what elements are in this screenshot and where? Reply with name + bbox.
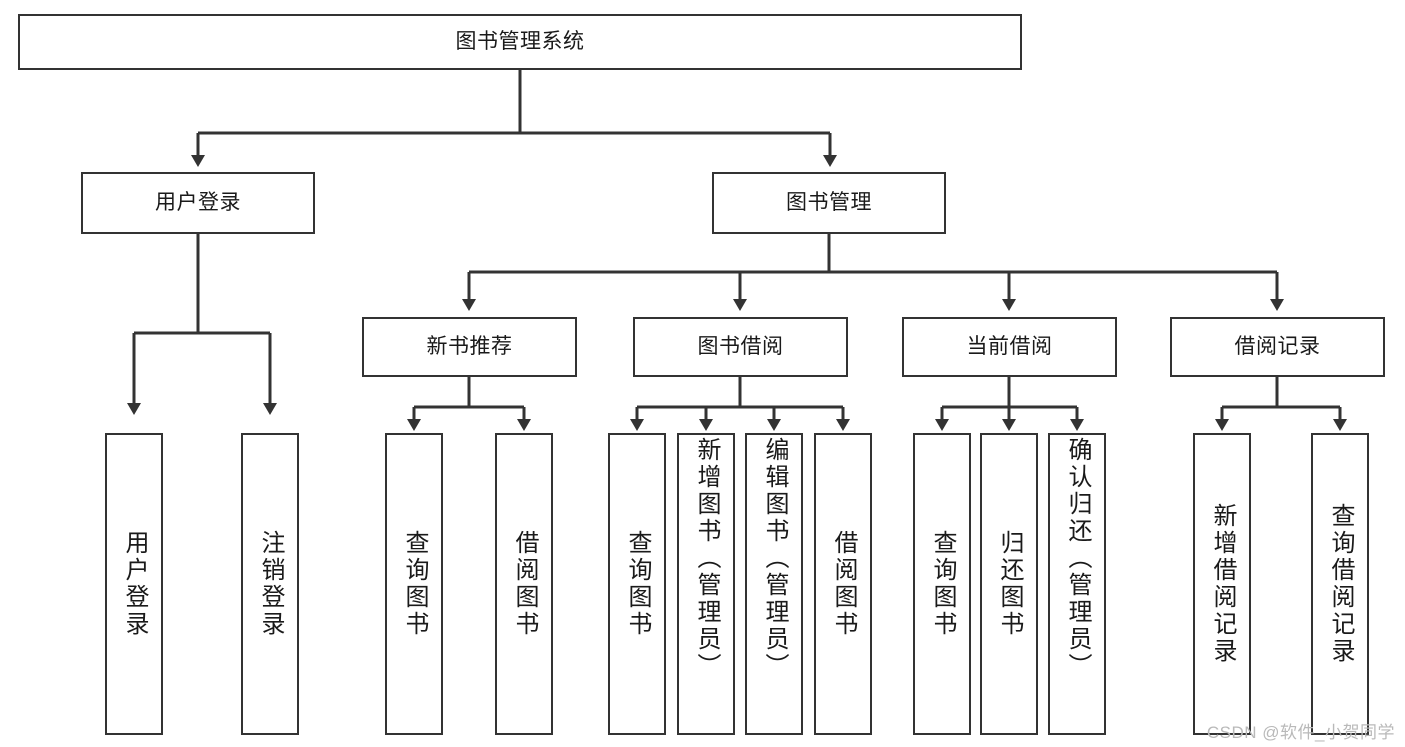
leaf-borrow-book-recommend[interactable]: 借阅图书 xyxy=(495,433,553,735)
node-label: 借阅图书 xyxy=(830,530,857,638)
node-root-book-management-system[interactable]: 图书管理系统 xyxy=(18,14,1022,70)
leaf-logout[interactable]: 注销登录 xyxy=(241,433,299,735)
node-label: 查询借阅记录 xyxy=(1327,503,1354,665)
leaf-query-book-current[interactable]: 查询图书 xyxy=(913,433,971,735)
node-label: 图书管理 xyxy=(786,190,872,214)
node-label: 图书借阅 xyxy=(697,334,784,358)
leaf-query-borrow-record[interactable]: 查询借阅记录 xyxy=(1311,433,1369,735)
leaf-add-book-admin[interactable]: 新增图书（管理员） xyxy=(677,433,735,735)
node-label: 新增借阅记录 xyxy=(1209,503,1236,665)
node-label: 查询图书 xyxy=(929,530,956,638)
node-label: 归还图书 xyxy=(996,530,1023,638)
node-label: 注销登录 xyxy=(257,530,284,638)
node-book-borrow[interactable]: 图书借阅 xyxy=(633,317,848,377)
node-label: 图书管理系统 xyxy=(455,29,585,53)
node-label: 查询图书 xyxy=(401,530,428,638)
node-current-borrow[interactable]: 当前借阅 xyxy=(902,317,1117,377)
node-label: 借阅记录 xyxy=(1234,334,1321,358)
leaf-return-book[interactable]: 归还图书 xyxy=(980,433,1038,735)
leaf-query-book-borrow[interactable]: 查询图书 xyxy=(608,433,666,735)
node-label: 新书推荐 xyxy=(426,334,513,358)
node-new-book-recommend[interactable]: 新书推荐 xyxy=(362,317,577,377)
node-book-management[interactable]: 图书管理 xyxy=(712,172,946,234)
leaf-user-login[interactable]: 用户登录 xyxy=(105,433,163,735)
node-label: 确认归还（管理员） xyxy=(1064,437,1091,680)
watermark-text: CSDN @软件_小贺同学 xyxy=(1206,723,1395,742)
node-label: 用户登录 xyxy=(155,190,241,214)
node-label: 用户登录 xyxy=(121,530,148,638)
leaf-confirm-return-admin[interactable]: 确认归还（管理员） xyxy=(1048,433,1106,735)
node-label: 当前借阅 xyxy=(966,334,1053,358)
leaf-edit-book-admin[interactable]: 编辑图书（管理员） xyxy=(745,433,803,735)
node-user-login[interactable]: 用户登录 xyxy=(81,172,315,234)
node-borrow-record[interactable]: 借阅记录 xyxy=(1170,317,1385,377)
node-label: 编辑图书（管理员） xyxy=(761,437,788,680)
leaf-add-borrow-record[interactable]: 新增借阅记录 xyxy=(1193,433,1251,735)
leaf-borrow-book[interactable]: 借阅图书 xyxy=(814,433,872,735)
node-label: 借阅图书 xyxy=(511,530,538,638)
node-label: 查询图书 xyxy=(624,530,651,638)
leaf-query-book-recommend[interactable]: 查询图书 xyxy=(385,433,443,735)
node-label: 新增图书（管理员） xyxy=(693,437,720,680)
